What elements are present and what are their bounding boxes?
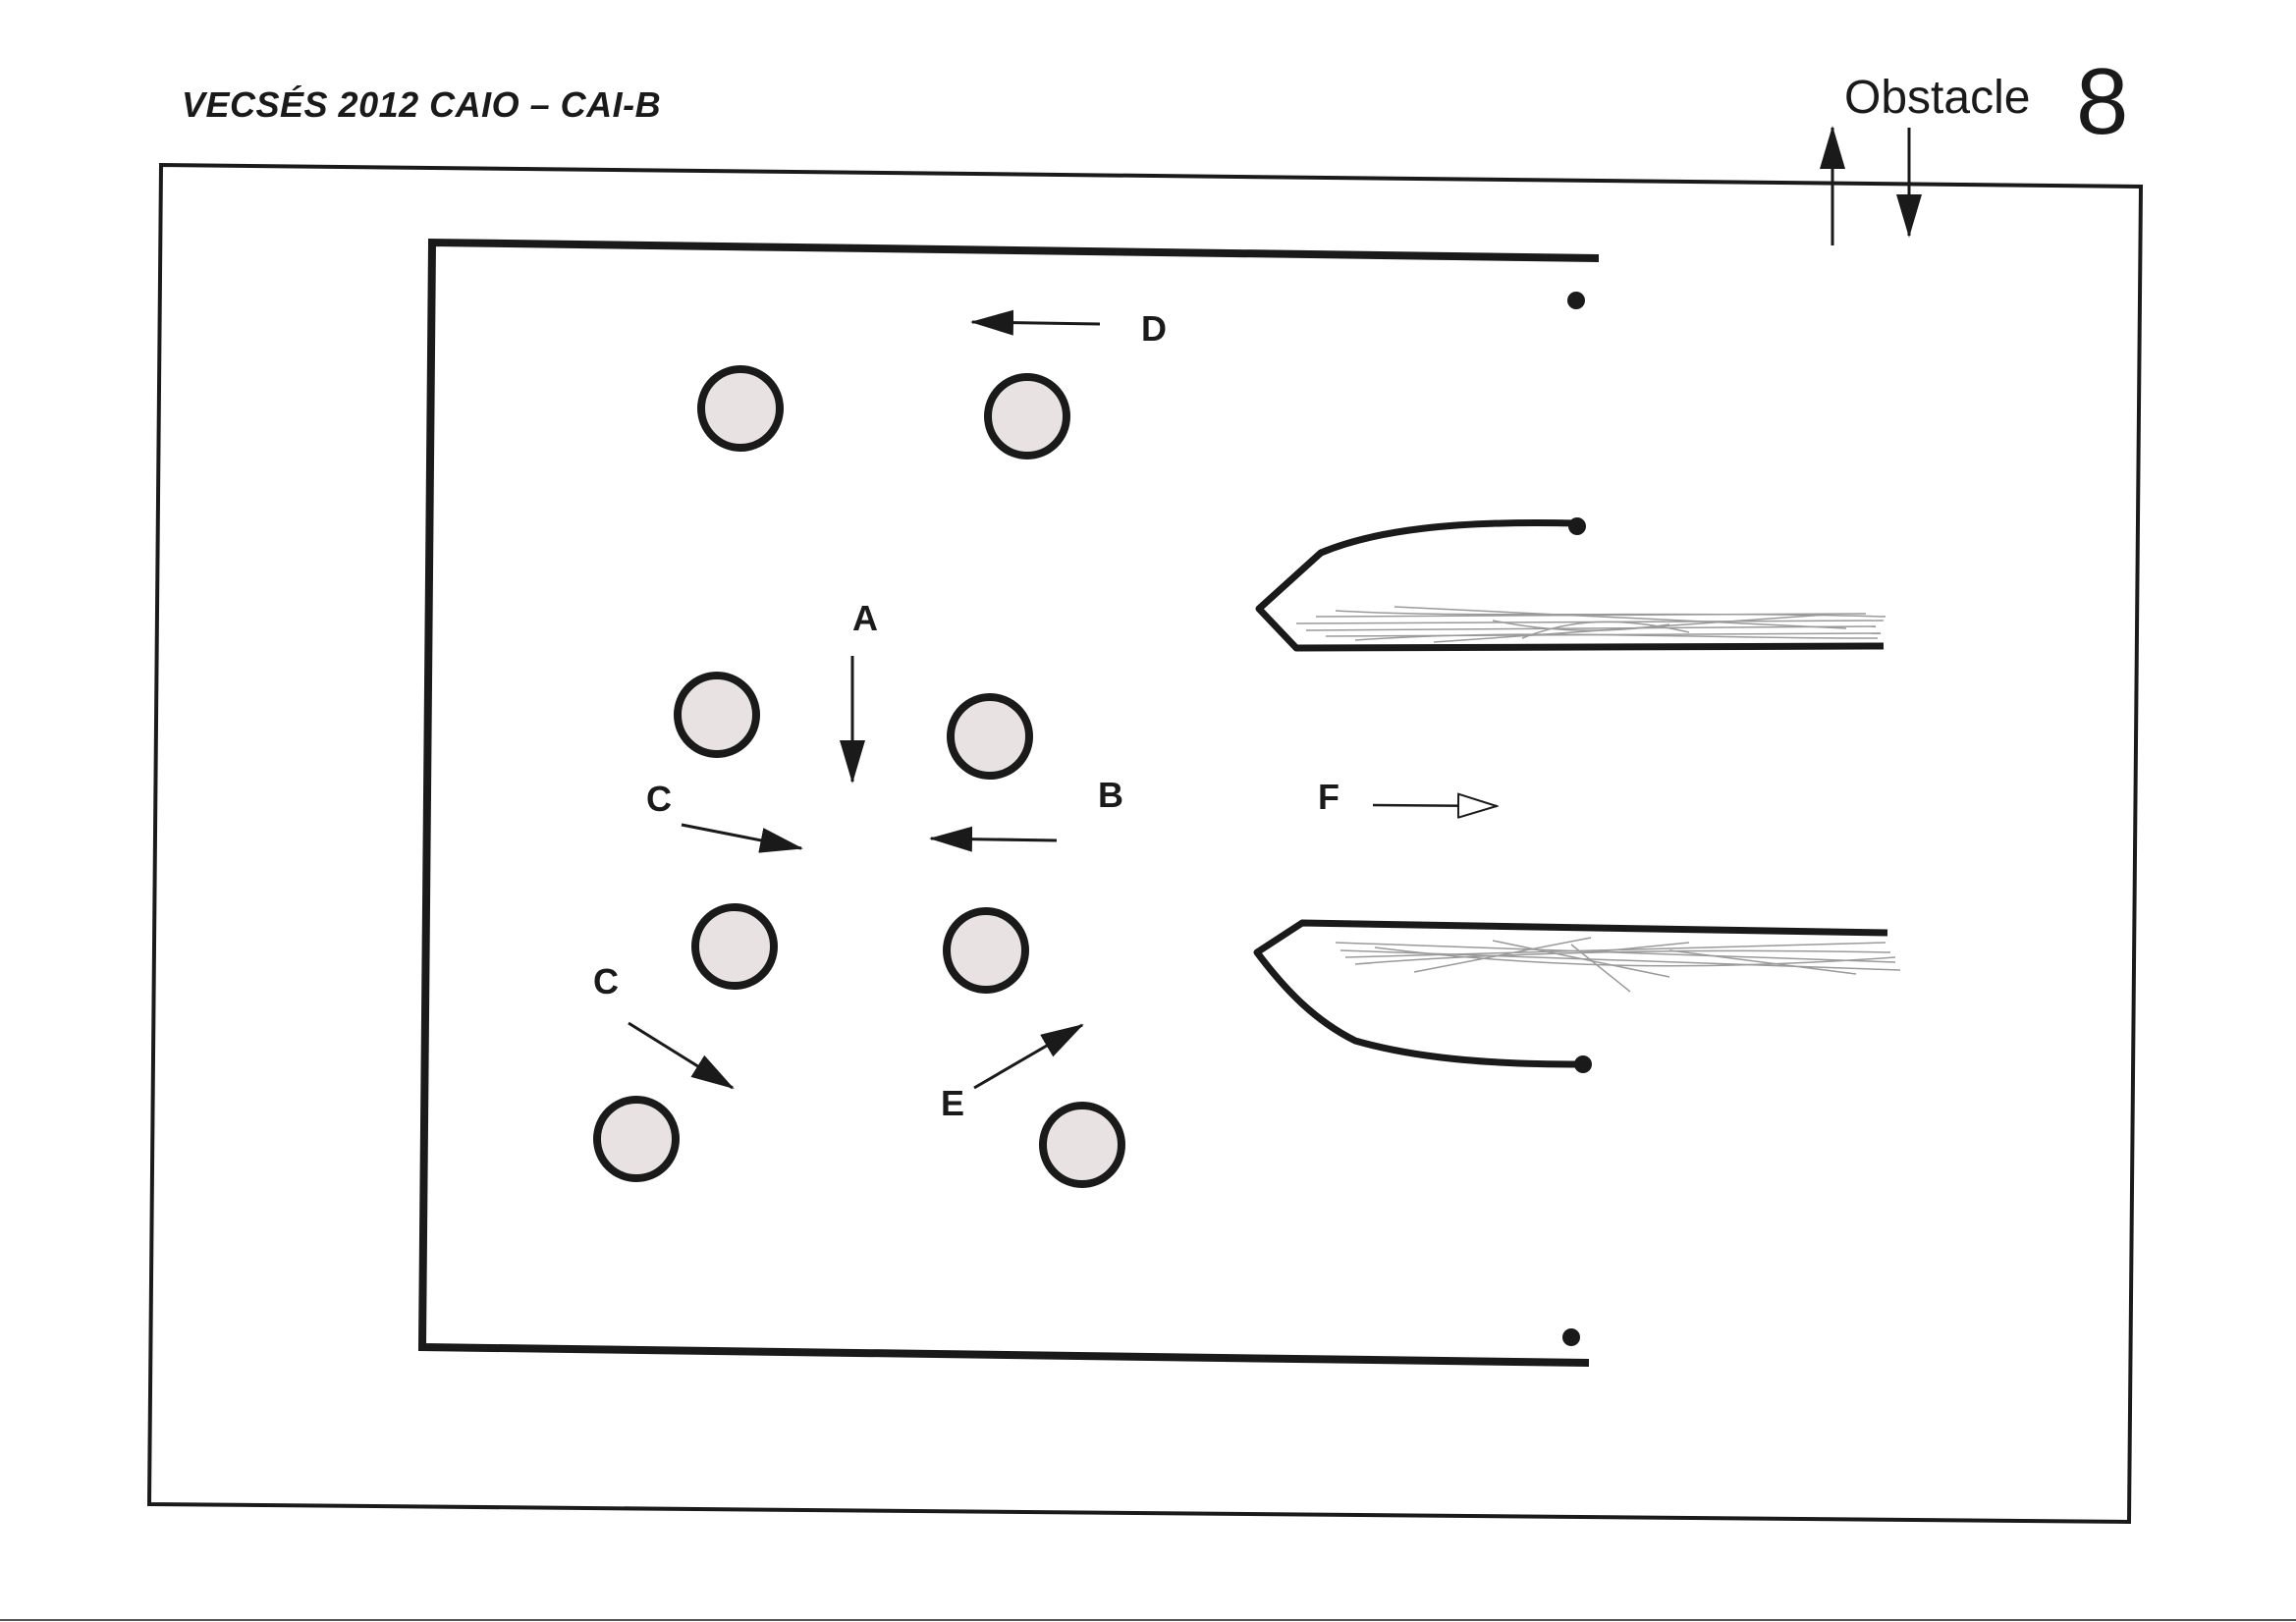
lower-wall (1253, 919, 1901, 1068)
gate-label-d: D (1141, 308, 1167, 349)
gate-label-c1: C (646, 779, 672, 819)
post-dot-top (1567, 292, 1585, 309)
gate-arrow-c2 (628, 1021, 735, 1090)
gate-label-e: E (941, 1083, 964, 1123)
pillars (593, 365, 1125, 1188)
gate-arrow-f (1372, 805, 1497, 806)
pillar (691, 903, 778, 990)
pillar (593, 1096, 680, 1182)
gate-label-a: A (852, 598, 878, 638)
pillar (697, 365, 784, 452)
gate-label-b: B (1098, 775, 1123, 815)
arena-frame (146, 162, 2144, 1525)
post-dot-bottom (1562, 1328, 1580, 1346)
gate-arrow-b (929, 826, 1058, 852)
page-title: VECSÉS 2012 CAIO – CAI-B (182, 84, 662, 125)
gate-arrow-d (970, 309, 1101, 336)
gate-label-c2: C (593, 961, 619, 1001)
obstacle-number: 8 (2076, 49, 2129, 154)
enclosure-fence (417, 238, 1600, 1367)
pillar (674, 672, 760, 758)
obstacle-label: Obstacle (1844, 72, 2031, 124)
upper-wall (1255, 518, 1886, 652)
pillar (943, 907, 1029, 994)
pillar (1039, 1102, 1125, 1188)
gate-arrow-c1 (681, 823, 803, 853)
pillar (947, 693, 1033, 780)
gate-arrow-e (973, 1023, 1084, 1090)
gate-label-f: F (1318, 777, 1339, 817)
pillar (984, 373, 1070, 460)
